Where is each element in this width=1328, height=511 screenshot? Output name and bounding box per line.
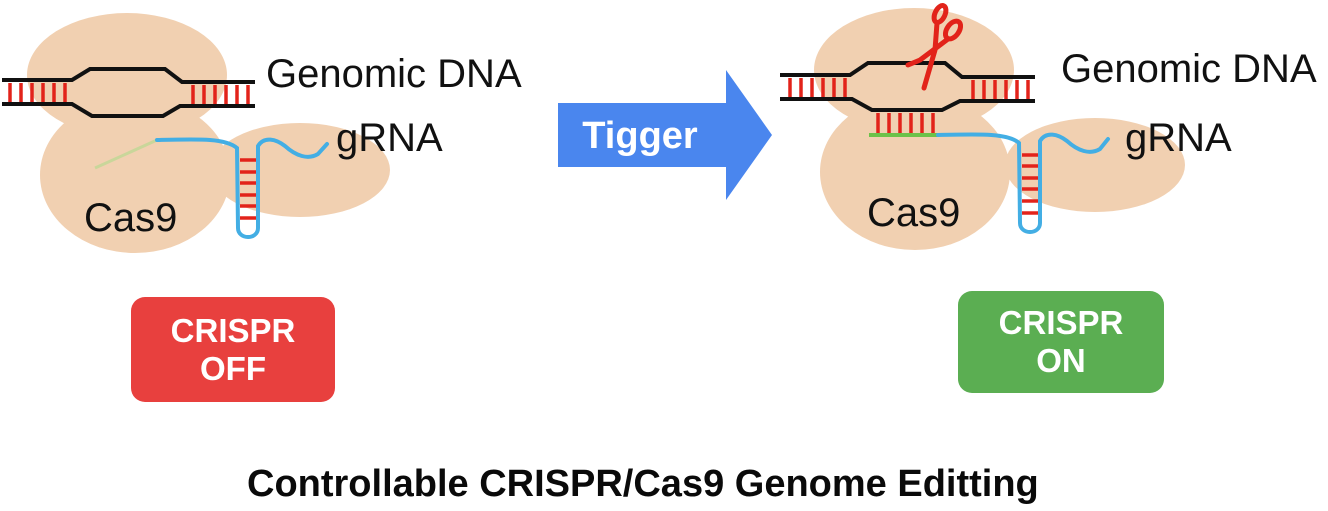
figure-caption-container: Controllable CRISPR/Cas9 Genome Editting [247, 462, 1177, 506]
label-grna-on: gRNA [1125, 116, 1232, 160]
dna-bottom-strand [780, 97, 1035, 112]
badge-on-line1: CRISPR [998, 304, 1124, 341]
genomic-dna-off [2, 67, 255, 118]
scissors-icon [905, 3, 964, 91]
figure-title: Controllable CRISPR/Cas9 Genome Editting [247, 463, 1039, 505]
label-cas9-on: Cas9 [867, 191, 960, 235]
base-pairs-left [8, 83, 67, 103]
grna-strand [936, 132, 1110, 234]
crispr-off-badge: CRISPR OFF [131, 297, 335, 402]
hairpin-base-pairs [1022, 153, 1038, 215]
crispr-on-badge: CRISPR ON [958, 291, 1164, 393]
cas9-side-lobe [1005, 118, 1185, 212]
left-panel: Genomic DNA gRNA Cas9 [2, 13, 522, 253]
badge-on-line2: ON [1036, 342, 1086, 379]
label-cas9-off: Cas9 [84, 196, 177, 240]
cas9-lower-lobe [40, 97, 230, 253]
label-genomic-dna-on: Genomic DNA [1061, 47, 1317, 91]
badge-off-line1: CRISPR [170, 311, 296, 349]
grna-on [869, 132, 1110, 234]
trigger-arrow: Tigger [558, 70, 772, 200]
dna-top-strand [2, 67, 255, 84]
base-pairs-target [876, 113, 935, 133]
arrow-label: Tigger [582, 115, 698, 157]
label-genomic-dna-off: Genomic DNA [266, 52, 522, 96]
right-panel: Genomic DNA gRNA Cas9 [780, 3, 1317, 250]
grna-off [94, 137, 329, 239]
spacer-unbound [94, 138, 158, 170]
grna-strand [155, 137, 329, 239]
label-grna-off: gRNA [336, 116, 443, 160]
dna-bottom-strand [2, 102, 255, 118]
base-pairs-left [788, 78, 847, 97]
genomic-dna-on [780, 61, 1035, 133]
base-pairs-right [971, 80, 1030, 99]
hairpin-base-pairs [240, 158, 256, 220]
arrow-shape [558, 70, 772, 200]
badge-off-line2: OFF [200, 349, 266, 387]
base-pairs-right [191, 85, 250, 105]
